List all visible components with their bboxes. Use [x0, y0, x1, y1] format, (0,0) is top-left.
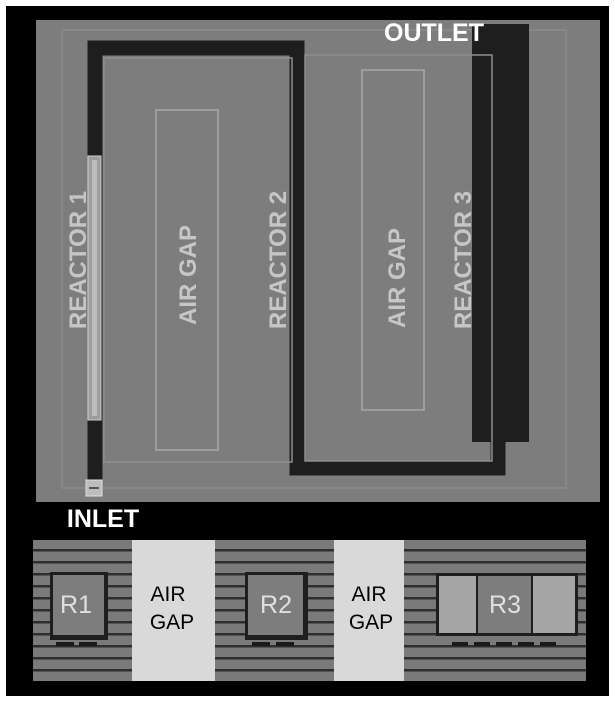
- reactor-3-label: REACTOR 3: [450, 191, 477, 329]
- r2-label: R2: [260, 591, 292, 619]
- r1-electrode-b: [79, 642, 97, 646]
- air-gap-right-label: AIR GAP: [384, 228, 411, 328]
- reactor-1-strip-core: [92, 160, 97, 416]
- r3-electrode-e: [540, 642, 556, 646]
- r1-chamber: [53, 575, 104, 635]
- r2-electrode-b: [276, 642, 294, 646]
- r1-electrode-a: [56, 642, 74, 646]
- outlet-label: OUTLET: [384, 19, 484, 47]
- air-gap-1-line2: GAP: [150, 611, 194, 634]
- air-gap-left-label: AIR GAP: [175, 225, 202, 325]
- r3-electrode-c: [496, 642, 512, 646]
- air-gap-2-line2: GAP: [349, 611, 393, 634]
- r3-side-left: [439, 576, 476, 633]
- reactor-1-label: REACTOR 1: [65, 191, 92, 329]
- air-gap-right: [361, 69, 425, 411]
- top-view: REACTOR 1 AIR GAP REACTOR 2 AIR GAP REAC…: [36, 19, 600, 533]
- reactor-2-label: REACTOR 2: [265, 191, 292, 329]
- cross-section: R1 R2 R3 AIR GAP AIR GAP: [33, 540, 586, 681]
- air-gap-1-line1: AIR: [150, 583, 185, 606]
- air-gap-column-2: [334, 540, 404, 681]
- r2-chamber: [248, 575, 303, 635]
- reactor-3-chamber: [304, 54, 493, 462]
- r3-electrode-d: [518, 642, 534, 646]
- inlet-label: INLET: [67, 505, 139, 533]
- air-gap-left: [155, 109, 219, 451]
- r3-electrode-a: [452, 642, 468, 646]
- air-gap-2-line1: AIR: [351, 583, 386, 606]
- r3-electrode-b: [474, 642, 490, 646]
- r2-electrode-a: [252, 642, 270, 646]
- serpentine-channel: [87, 40, 506, 490]
- air-gap-column-1: [132, 540, 215, 681]
- reactor-2-chamber: [103, 57, 293, 463]
- reactor-3-channel: [472, 24, 529, 442]
- r3-label: R3: [489, 591, 521, 619]
- r1-label: R1: [60, 591, 92, 619]
- chip-inner-outline: [61, 29, 567, 489]
- r3-side-right: [533, 576, 575, 633]
- r3-chamber: [478, 576, 531, 633]
